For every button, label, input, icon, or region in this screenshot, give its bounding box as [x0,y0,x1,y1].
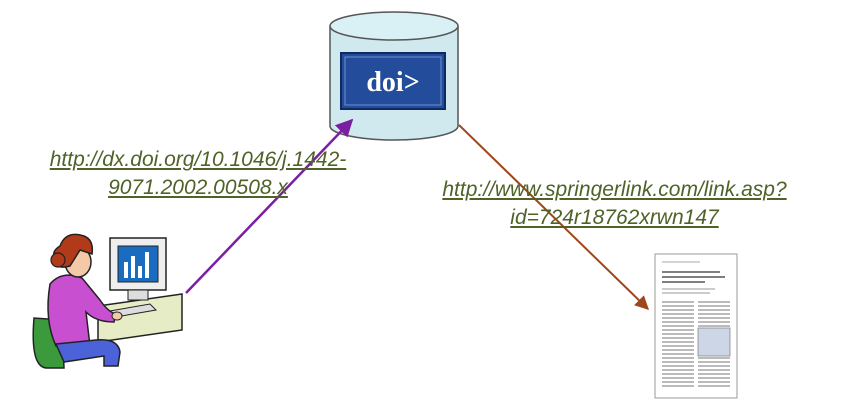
doi-url-line2: 9071.2002.00508.x [108,176,288,199]
doi-url-line1: http://dx.doi.org/10.1046/j.1442- [49,148,347,171]
springer-url-line2: id=724r18762xrwn147 [510,206,719,229]
doi-logo-text: doi> [366,67,419,98]
doi-url-link[interactable]: http://dx.doi.org/10.1046/j.1442- 9071.2… [0,146,396,202]
doi-logo [340,52,446,110]
user-at-computer-icon [32,233,183,369]
springer-url-link[interactable]: http://www.springerlink.com/link.asp? id… [398,176,831,232]
springer-url-line1: http://www.springerlink.com/link.asp? [442,178,787,201]
redirect-arrow [458,124,650,310]
request-arrow [185,118,354,294]
database-server-icon: doi> [329,11,459,141]
paper-document-icon [654,253,738,399]
